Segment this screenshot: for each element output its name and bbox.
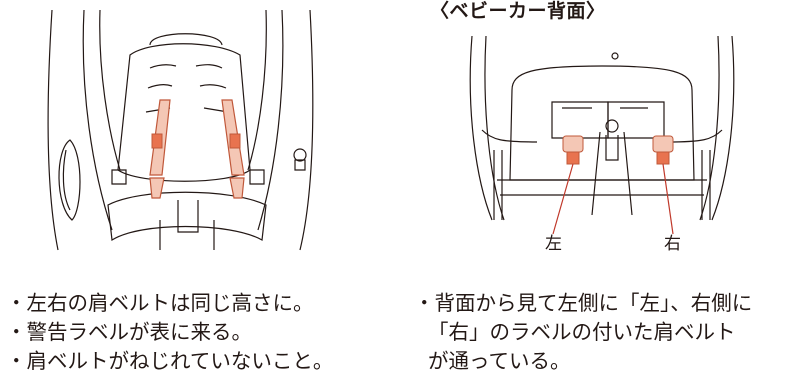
left-warning-label <box>152 134 162 148</box>
right-belt-slot <box>653 136 673 152</box>
seat-cushion <box>108 192 266 240</box>
armrest-pad <box>59 140 80 220</box>
backrest-frame <box>510 66 694 180</box>
left-belt-slot <box>563 136 583 152</box>
seat-left-frame <box>48 10 58 250</box>
right-warning-label <box>230 134 240 148</box>
note-item: 肩ベルトがねじれていないこと。 <box>6 347 416 376</box>
left-belt-label-tag <box>567 152 579 164</box>
notes-right-list: 背面から見て左側に「左」、右側に 「右」のラベルの付いた肩ベルト が通っている。 <box>414 289 806 376</box>
note-item: 左右の肩ベルトは同じ高さに。 <box>6 289 416 318</box>
left-pointer-line <box>553 164 573 234</box>
seat-right-frame <box>300 10 313 250</box>
label-left: 左 <box>545 234 562 254</box>
note-item: 警告ラベルが表に来る。 <box>6 318 416 347</box>
right-pointer-line <box>663 164 673 234</box>
right-belt-label-tag <box>657 152 669 164</box>
notes-left-list: 左右の肩ベルトは同じ高さに。 警告ラベルが表に来る。 肩ベルトがねじれていないこ… <box>6 289 416 376</box>
stroller-back-caption: 〈ベビーカー背面〉 <box>430 0 606 22</box>
note-line: が通っている。 <box>428 349 571 373</box>
note-line: 背面から見て左側に「左」、右側に <box>414 289 806 318</box>
stroller-back-illustration <box>442 30 760 260</box>
seat-front-illustration <box>0 0 380 260</box>
note-line: 「右」のラベルの付いた肩ベルト <box>428 320 736 344</box>
label-right: 右 <box>664 234 681 254</box>
